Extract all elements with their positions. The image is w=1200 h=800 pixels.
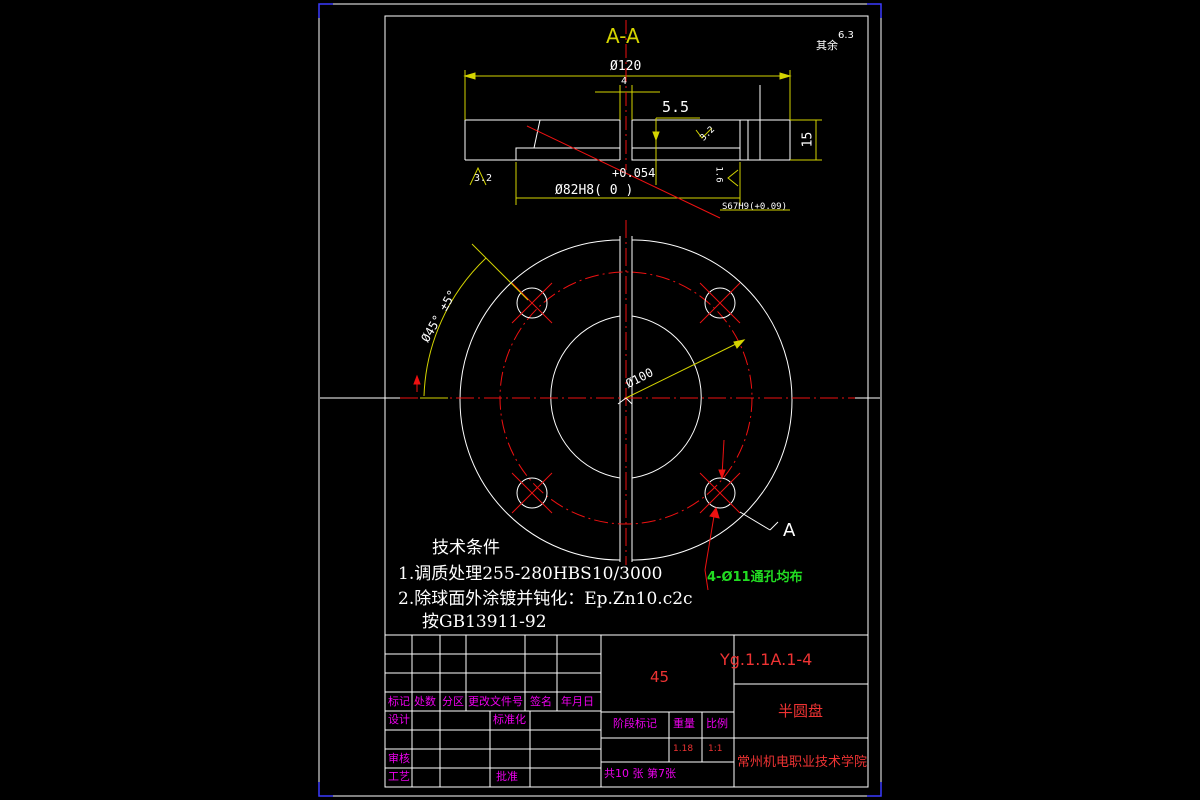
material: 45 bbox=[650, 668, 670, 686]
header-count: 处数 bbox=[414, 695, 436, 708]
roughness-1-6: 1.6 bbox=[713, 166, 724, 183]
label-weight: 重量 bbox=[673, 717, 695, 730]
leader-line bbox=[526, 125, 721, 219]
label-design: 设计 bbox=[388, 713, 410, 726]
label-approve: 批准 bbox=[496, 770, 518, 783]
dim-5-5: 5.5 bbox=[662, 98, 690, 116]
label-process: 工艺 bbox=[388, 770, 410, 783]
dim-15: 15 bbox=[800, 131, 816, 148]
tech-line-2: 2.除球面外涂镀并钝化：Ep.Zn10.c2c bbox=[398, 589, 693, 609]
dim-thread: S67H9(+0.09) bbox=[722, 202, 788, 212]
label-stage-mark: 阶段标记 bbox=[613, 717, 657, 730]
roughness-rest-value: 6.3 bbox=[838, 30, 854, 41]
view-arrow-a bbox=[739, 511, 779, 531]
label-scale: 比例 bbox=[706, 717, 728, 730]
tech-title: 技术条件 bbox=[432, 538, 500, 558]
header-zone: 分区 bbox=[442, 695, 464, 708]
title-block-grid bbox=[385, 634, 868, 787]
school-name: 常州机电职业技术学院 bbox=[737, 755, 868, 770]
section-view bbox=[464, 85, 791, 161]
dim-tolerance: +0.054 bbox=[612, 166, 656, 180]
section-dimensions bbox=[463, 70, 822, 211]
section-label: A-A bbox=[606, 24, 640, 48]
header-change-doc: 更改文件号 bbox=[468, 695, 523, 708]
sheet-border bbox=[318, 3, 882, 797]
dim-diameter-82: Ø82H8( 0 ) bbox=[555, 183, 634, 198]
sheet-count: 共10 张 第7张 bbox=[604, 767, 676, 780]
tech-line-1: 1.调质处理255-280HBS10/3000 bbox=[398, 564, 663, 584]
drawing-number: Yg.1.1A.1-4 bbox=[720, 650, 813, 669]
header-signature: 签名 bbox=[530, 695, 552, 708]
plan-view bbox=[320, 220, 880, 565]
roughness-3-2-left: 3.2 bbox=[474, 173, 493, 184]
tech-line-3: 按GB13911-92 bbox=[422, 612, 547, 632]
weight-value: 1.18 bbox=[673, 744, 694, 754]
dim-4: 4 bbox=[621, 76, 628, 87]
plan-dimensions bbox=[420, 243, 746, 399]
corner-marks bbox=[318, 3, 882, 797]
part-name: 半圆盘 bbox=[778, 702, 824, 720]
header-date: 年月日 bbox=[561, 695, 594, 708]
dim-diameter-120: Ø120 bbox=[610, 59, 642, 74]
label-review: 审核 bbox=[388, 752, 410, 765]
header-mark: 标记 bbox=[388, 695, 410, 708]
scale-value: 1:1 bbox=[708, 744, 723, 754]
view-markers bbox=[413, 374, 726, 591]
hole-note: 4-Ø11通孔均布 bbox=[707, 570, 803, 585]
label-standardization: 标准化 bbox=[493, 713, 526, 726]
roughness-rest-label: 其余 bbox=[816, 39, 838, 52]
view-a-label: A bbox=[783, 520, 796, 541]
